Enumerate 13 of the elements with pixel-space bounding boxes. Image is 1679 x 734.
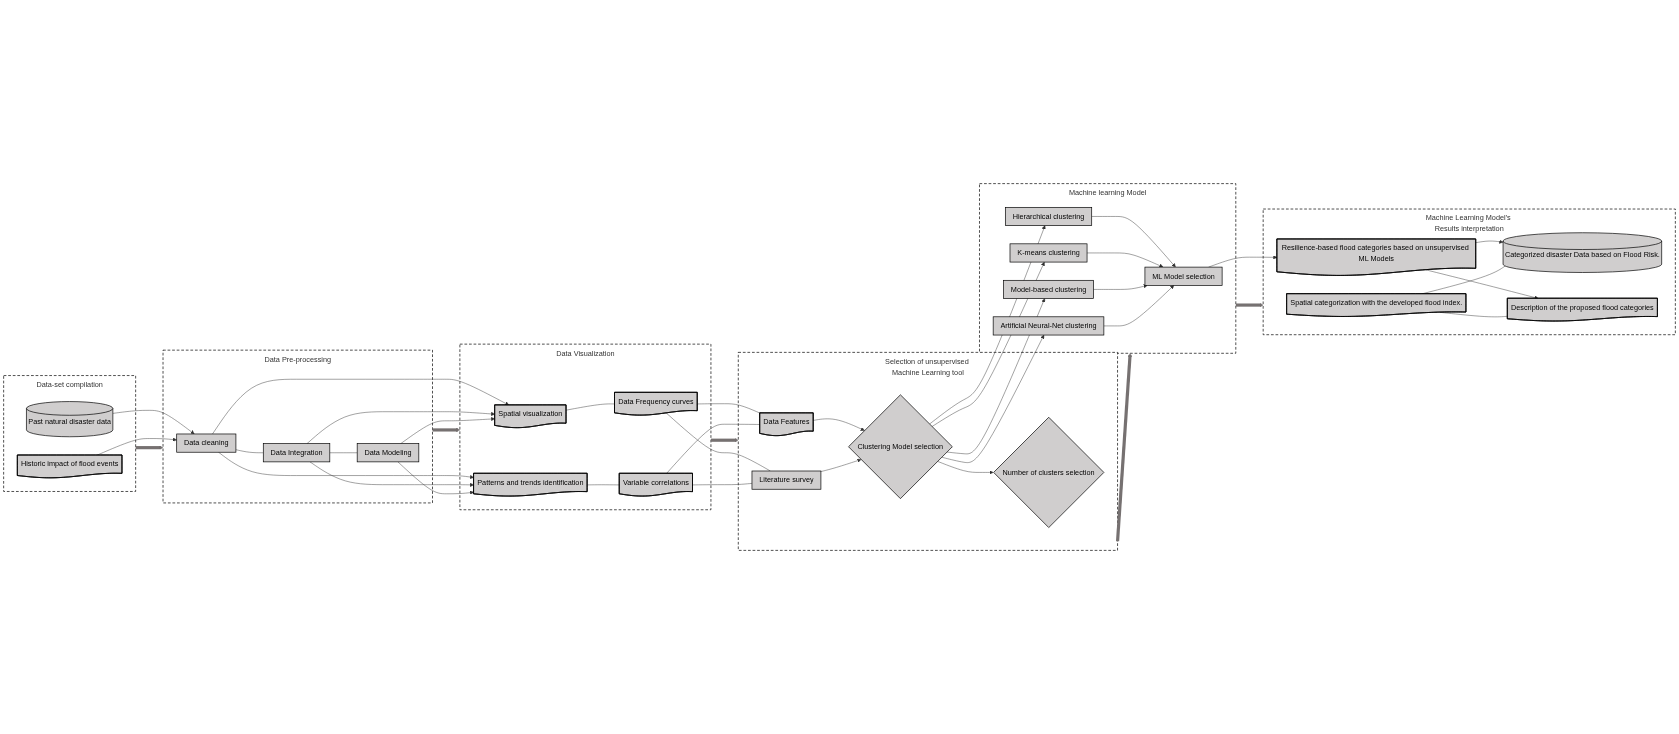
connector <box>666 412 771 472</box>
arrow <box>710 438 739 443</box>
connector <box>697 403 761 414</box>
connector <box>587 484 620 486</box>
arrow <box>1115 353 1132 542</box>
connector <box>235 449 264 453</box>
arrow <box>1235 303 1264 308</box>
arrow <box>432 427 461 432</box>
arrow <box>135 445 164 450</box>
connector <box>692 483 753 486</box>
connector <box>329 452 358 453</box>
connector <box>566 403 615 411</box>
connector <box>666 424 761 474</box>
